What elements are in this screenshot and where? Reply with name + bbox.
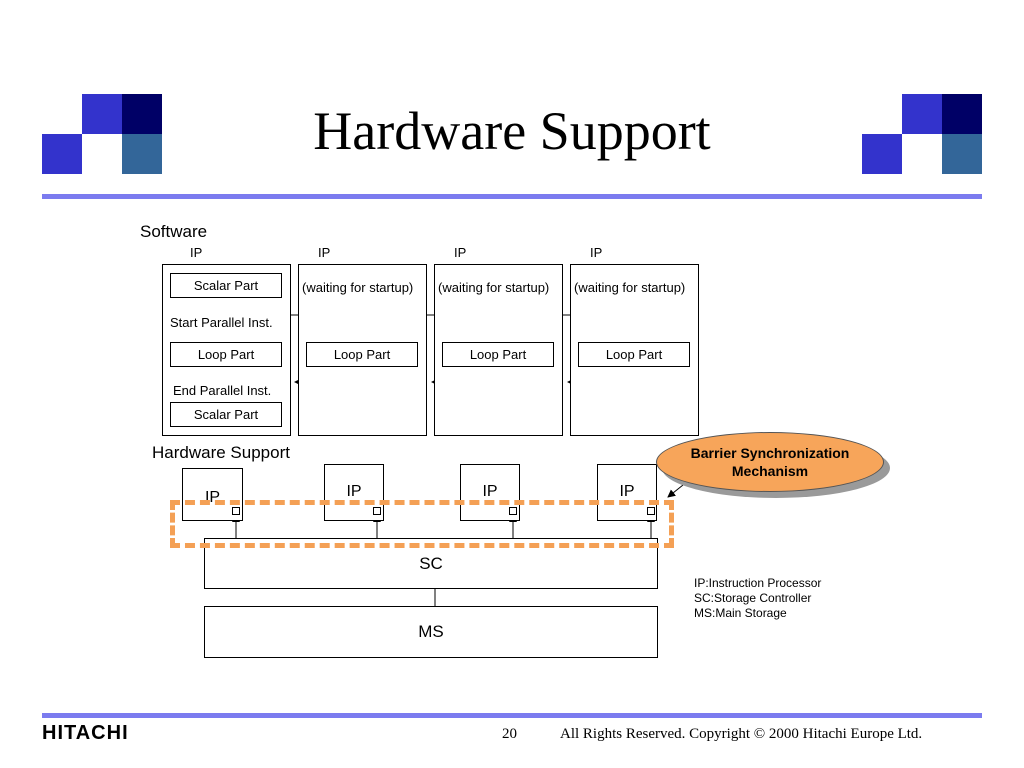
loop-part-box: Loop Part xyxy=(170,342,282,367)
barrier-sync-region xyxy=(170,500,674,548)
footer-divider xyxy=(42,713,982,718)
title-divider xyxy=(42,194,982,199)
hardware-support-label: Hardware Support xyxy=(152,443,290,462)
barrier-port xyxy=(509,507,517,515)
waiting-label: (waiting for startup) xyxy=(574,280,686,295)
ip-column-label: IP xyxy=(318,245,331,260)
logo-squares-right xyxy=(862,94,984,174)
page-number: 20 xyxy=(502,726,517,742)
legend-item: SC:Storage Controller xyxy=(694,591,812,605)
barrier-port xyxy=(373,507,381,515)
ip-column-label: IP xyxy=(454,245,467,260)
hardware-ip-label: IP xyxy=(482,483,498,500)
loop-part-box: Loop Part xyxy=(442,342,554,367)
software-label: Software xyxy=(140,222,208,241)
callout-line2: Mechanism xyxy=(731,463,809,479)
hitachi-logo: HITACHI xyxy=(42,722,129,744)
legend-item: MS:Main Storage xyxy=(694,606,787,620)
ip-column-label: IP xyxy=(190,245,203,260)
start-parallel-label: Start Parallel Inst. xyxy=(170,315,273,330)
logo-squares-left xyxy=(42,94,164,174)
waiting-label: (waiting for startup) xyxy=(302,280,414,295)
loop-part-box: Loop Part xyxy=(578,342,690,367)
legend-item: IP:Instruction Processor xyxy=(694,576,822,590)
main-storage-box: MS xyxy=(204,606,658,658)
waiting-label: (waiting for startup) xyxy=(438,280,550,295)
barrier-sync-callout: Barrier Synchronization Mechanism xyxy=(656,432,884,492)
scalar-part-box: Scalar Part xyxy=(170,402,282,427)
hardware-ip-label: IP xyxy=(346,483,362,500)
abbreviation-legend: IP:Instruction Processor SC:Storage Cont… xyxy=(694,576,821,621)
page-title: Hardware Support xyxy=(313,101,711,161)
callout-line1: Barrier Synchronization xyxy=(690,445,850,461)
loop-part-box: Loop Part xyxy=(306,342,418,367)
barrier-port xyxy=(232,507,240,515)
end-parallel-label: End Parallel Inst. xyxy=(173,383,272,398)
scalar-part-box: Scalar Part xyxy=(170,273,282,298)
barrier-port xyxy=(647,507,655,515)
ip-column-label: IP xyxy=(590,245,603,260)
copyright-text: All Rights Reserved. Copyright © 2000 Hi… xyxy=(560,726,923,742)
hardware-ip-label: IP xyxy=(619,483,635,500)
